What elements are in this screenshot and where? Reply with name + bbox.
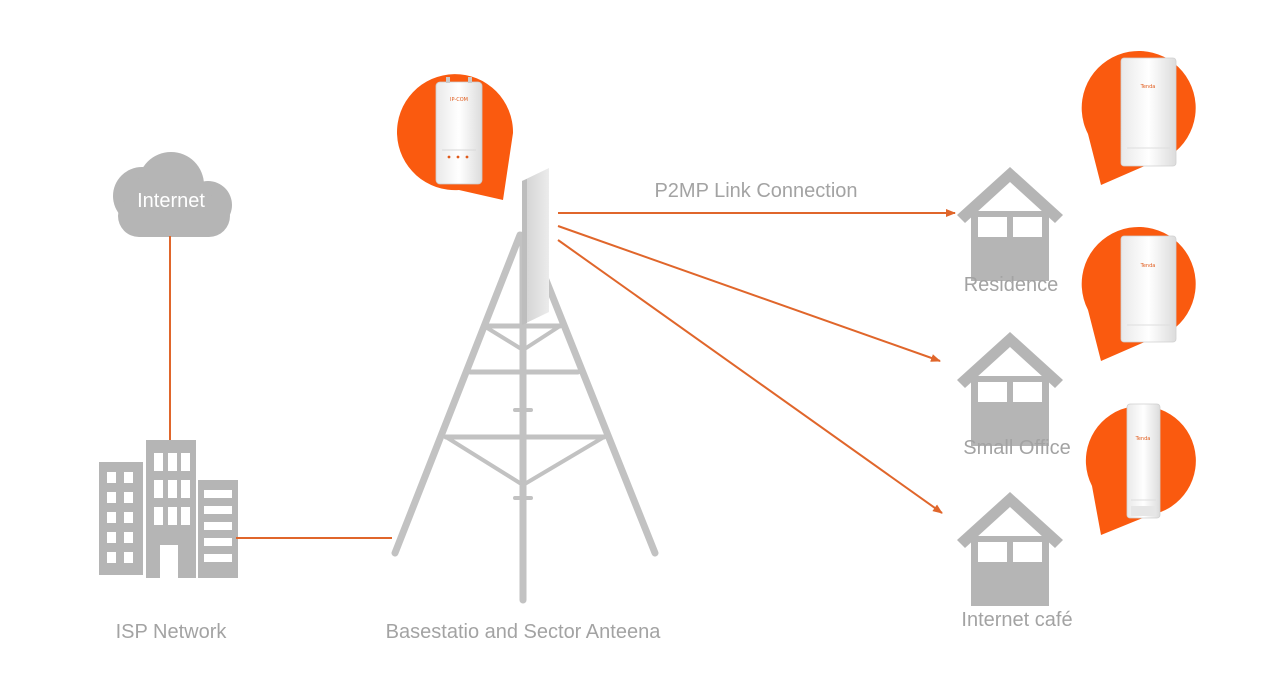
client-device-brand-small-office: Tenda [1140, 263, 1156, 269]
sector-antenna-icon [522, 168, 549, 325]
client-label-residence: Residence [964, 274, 1059, 296]
link-arrow-small-office [557, 225, 941, 362]
cloud-label: Internet [137, 190, 205, 212]
house-icon-internet-cafe [957, 492, 1063, 606]
basestation-label: Basestatio and Sector Anteena [386, 621, 662, 643]
cloud-icon [113, 152, 232, 237]
tower-icon [391, 231, 659, 604]
building-icon [99, 440, 238, 578]
client-label-small-office: Small Office [963, 437, 1070, 459]
client-device-brand-internet-cafe: Tenda [1135, 436, 1151, 442]
cpe-device-icon [1120, 57, 1177, 167]
link-arrow-internet-cafe [557, 239, 943, 514]
client-device-brand-residence: Tenda [1140, 84, 1156, 90]
cpe-device-icon [1120, 235, 1177, 343]
house-icon-residence [957, 167, 1063, 281]
client-label-internet-cafe: Internet café [961, 609, 1072, 631]
basestation-device-brand: IP-COM [450, 97, 468, 103]
link-label: P2MP Link Connection [654, 180, 857, 202]
house-icon-small-office [957, 332, 1063, 446]
isp-label: ISP Network [116, 621, 228, 643]
cpe-device-icon [435, 77, 483, 185]
cpe-device-icon [1126, 403, 1161, 519]
